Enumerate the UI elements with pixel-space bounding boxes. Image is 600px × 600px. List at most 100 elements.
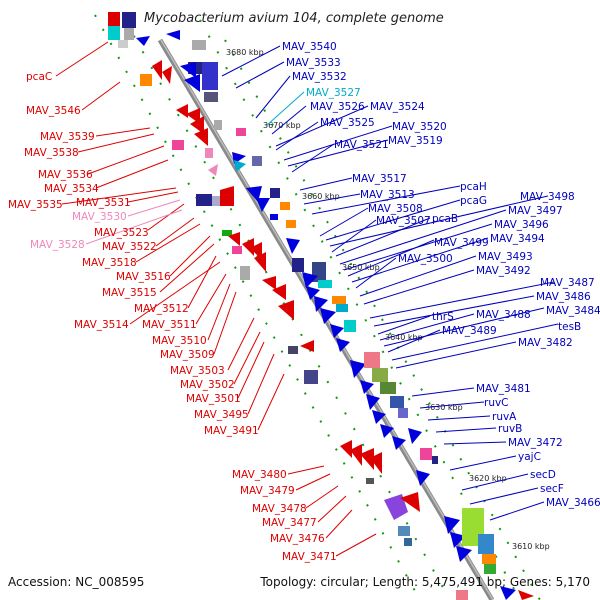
gene-label[interactable]: yajC xyxy=(518,451,541,463)
gene-label[interactable]: MAV_3479 xyxy=(240,485,295,497)
gene-label[interactable]: MAV_3511 xyxy=(142,319,197,331)
summary-text: Topology: circular; Length: 5,475,491 bp… xyxy=(259,575,590,589)
gene-label[interactable]: MAV_3501 xyxy=(186,393,241,405)
gene-label[interactable]: MAV_3526 xyxy=(310,101,365,113)
gene-label[interactable]: MAV_3486 xyxy=(536,291,591,303)
gene-label[interactable]: MAV_3536 xyxy=(38,169,93,181)
gene-label[interactable]: MAV_3518 xyxy=(82,257,137,269)
gene-label[interactable]: MAV_3516 xyxy=(116,271,171,283)
gene-label[interactable]: secD xyxy=(530,469,556,481)
gene-label[interactable]: MAV_3524 xyxy=(370,101,425,113)
gene-label[interactable]: MAV_3493 xyxy=(478,251,533,263)
gene-label[interactable]: MAV_3523 xyxy=(94,227,149,239)
gene-label[interactable]: ruvC xyxy=(484,397,509,409)
gene-label[interactable]: MAV_3499 xyxy=(434,237,489,249)
gene-label[interactable]: MAV_3491 xyxy=(204,425,259,437)
gene-label[interactable]: MAV_3532 xyxy=(292,71,347,83)
gene-feature xyxy=(214,120,222,130)
gene-arrow xyxy=(180,62,196,78)
gene-label[interactable]: MAV_3484 xyxy=(546,305,600,317)
gene-label[interactable]: MAV_3510 xyxy=(152,335,207,347)
right-leader-lines-cyan xyxy=(265,91,305,127)
gene-label[interactable]: MAV_3521 xyxy=(334,139,389,151)
gene-label[interactable]: thrS xyxy=(432,311,454,323)
gene-label[interactable]: MAV_3528 xyxy=(30,239,85,251)
gene-label[interactable]: MAV_3535 xyxy=(8,199,63,211)
gene-label[interactable]: ruvB xyxy=(498,423,522,435)
gene-label[interactable]: MAV_3476 xyxy=(270,533,325,545)
gene-feature xyxy=(108,26,120,40)
gene-label[interactable]: MAV_3512 xyxy=(134,303,189,315)
gene-arrow xyxy=(370,452,382,474)
gene-feature xyxy=(478,534,494,554)
gene-label[interactable]: MAV_3507 xyxy=(376,215,431,227)
gene-label[interactable]: MAV_3497 xyxy=(508,205,563,217)
gene-label[interactable]: MAV_3482 xyxy=(518,337,573,349)
gene-label[interactable]: MAV_3494 xyxy=(490,233,545,245)
gene-feature xyxy=(456,590,468,600)
gene-label[interactable]: MAV_3509 xyxy=(160,349,215,361)
gene-label[interactable]: MAV_3466 xyxy=(546,497,600,509)
gene-label[interactable]: pcaB xyxy=(432,213,458,225)
gene-label[interactable]: MAV_3531 xyxy=(76,197,131,209)
gene-feature xyxy=(484,564,496,574)
gene-feature xyxy=(332,296,346,304)
gene-label[interactable]: MAV_3477 xyxy=(262,517,317,529)
gene-label[interactable]: MAV_3498 xyxy=(520,191,575,203)
gene-arrow xyxy=(500,586,516,600)
gene-label[interactable]: MAV_3515 xyxy=(102,287,157,299)
gene-label[interactable]: ruvA xyxy=(492,411,517,423)
gene-label[interactable]: MAV_3514 xyxy=(74,319,129,331)
gene-label[interactable]: MAV_3472 xyxy=(508,437,563,449)
gene-label[interactable]: MAV_3530 xyxy=(72,211,127,223)
forward-strand-features xyxy=(166,30,534,600)
gene-label[interactable]: tesB xyxy=(558,321,581,333)
gene-feature xyxy=(304,370,318,384)
gene-arrow xyxy=(380,424,394,438)
gene-arrow xyxy=(272,284,286,300)
right-leader-lines xyxy=(221,45,559,521)
gene-label[interactable]: MAV_3527 xyxy=(306,87,361,99)
gene-label[interactable]: secF xyxy=(540,483,564,495)
gene-label[interactable]: MAV_3500 xyxy=(398,253,453,265)
gene-feature xyxy=(286,220,296,228)
gene-label[interactable]: MAV_3495 xyxy=(194,409,249,421)
gene-feature xyxy=(192,40,206,50)
gene-label[interactable]: MAV_3508 xyxy=(368,203,423,215)
gene-feature xyxy=(270,214,278,220)
gene-label[interactable]: MAV_3517 xyxy=(352,173,407,185)
gene-arrow xyxy=(278,300,294,320)
gene-arrow xyxy=(176,104,188,118)
gene-label[interactable]: pcaC xyxy=(26,71,52,83)
gene-feature xyxy=(280,202,290,210)
gene-label[interactable]: MAV_3471 xyxy=(282,551,337,563)
gene-arrow xyxy=(320,308,336,324)
gene-arrow xyxy=(456,546,472,562)
gene-label[interactable]: MAV_3480 xyxy=(232,469,287,481)
gene-label[interactable]: MAV_3488 xyxy=(476,309,531,321)
gene-label[interactable]: MAV_3478 xyxy=(252,503,307,515)
gene-arrow xyxy=(444,516,460,534)
gene-label[interactable]: MAV_3522 xyxy=(102,241,157,253)
gene-label[interactable]: MAV_3487 xyxy=(540,277,595,289)
gene-label[interactable]: MAV_3539 xyxy=(40,131,95,143)
gene-label[interactable]: MAV_3492 xyxy=(476,265,531,277)
gene-label[interactable]: MAV_3520 xyxy=(392,121,447,133)
gene-label[interactable]: MAV_3538 xyxy=(24,147,79,159)
gene-label[interactable]: pcaG xyxy=(460,195,487,207)
gene-label[interactable]: MAV_3546 xyxy=(26,105,81,117)
gene-label[interactable]: MAV_3533 xyxy=(286,57,341,69)
gene-label[interactable]: MAV_3540 xyxy=(282,41,337,53)
gene-label[interactable]: MAV_3503 xyxy=(170,365,225,377)
gene-label[interactable]: MAV_3502 xyxy=(180,379,235,391)
gene-label[interactable]: MAV_3534 xyxy=(44,183,99,195)
gene-label[interactable]: MAV_3513 xyxy=(360,189,415,201)
gene-label[interactable]: MAV_3525 xyxy=(320,117,375,129)
gene-label[interactable]: MAV_3519 xyxy=(388,135,443,147)
gene-label[interactable]: MAV_3496 xyxy=(494,219,549,231)
gene-label[interactable]: MAV_3481 xyxy=(476,383,531,395)
gene-feature xyxy=(172,140,184,150)
gene-label[interactable]: MAV_3489 xyxy=(442,325,497,337)
gene-label[interactable]: pcaH xyxy=(460,181,487,193)
gene-arrow xyxy=(256,198,270,212)
